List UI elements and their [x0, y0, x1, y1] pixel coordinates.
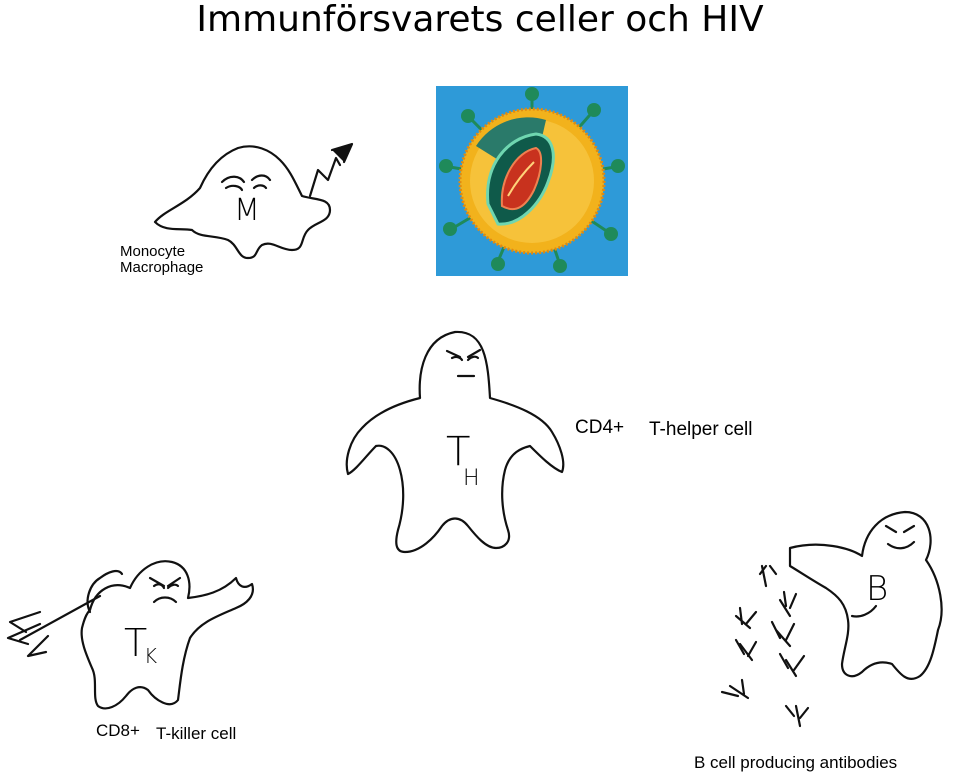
b-cell-outline: [788, 510, 943, 680]
antibody-4: [770, 620, 796, 648]
t-killer-outline: [80, 560, 254, 710]
b-cell-brow-right: [902, 524, 916, 534]
t-killer-spear-prong-mid: [6, 622, 42, 646]
antibodies: [720, 564, 810, 728]
macrophage-arrow-zigzag: [308, 156, 342, 198]
t-killer-name-label: T-killer cell: [156, 724, 237, 743]
t-killer-eye-left: [152, 583, 166, 590]
hiv-core: [500, 146, 542, 211]
t-helper-name-label: T-helper cell: [649, 419, 753, 440]
b-cell-smile: [886, 540, 916, 550]
t-helper-brow-left: [445, 349, 462, 359]
b-cell-glyph: B: [866, 569, 889, 609]
antibody-2: [778, 590, 798, 618]
macrophage-label-line2: Macrophage: [120, 259, 204, 276]
hiv-spike-knobs: [439, 87, 625, 273]
macrophage-label-line1: Monocyte: [120, 243, 186, 260]
macrophage-outline: [153, 145, 332, 260]
antibody-8: [784, 704, 810, 728]
t-killer-spear-shaft: [18, 594, 102, 642]
macrophage-arrow-head: [330, 142, 354, 164]
t-helper-marker-label: CD4+: [575, 417, 625, 438]
macrophage-brow-right: [250, 174, 272, 182]
t-helper-brow-right: [466, 348, 482, 359]
hiv-virus-graphic: [439, 87, 625, 273]
macrophage-eye-left: [224, 184, 244, 192]
hiv-rna: [507, 161, 535, 197]
t-killer-brow-right: [166, 576, 182, 588]
antibody-1: [758, 564, 778, 588]
t-helper-outline: [345, 330, 565, 554]
t-helper-eye-right: [466, 355, 480, 362]
b-cell-brow-left: [884, 524, 898, 534]
antibody-7: [720, 678, 750, 700]
t-helper-glyph-main: T: [446, 429, 471, 475]
antibody-3: [734, 606, 758, 630]
macrophage-brow-left: [220, 175, 246, 184]
antibody-6: [778, 652, 806, 678]
t-killer-eye-right: [166, 583, 180, 590]
t-killer-glyph-main: T: [124, 621, 148, 665]
t-helper-glyph-sub: H: [463, 466, 480, 491]
t-helper-eye-left: [450, 355, 464, 362]
t-killer-spear-prong-low: [26, 634, 50, 658]
t-killer-mouth: [152, 596, 178, 604]
b-cell-name-label: B cell producing antibodies: [694, 753, 898, 772]
antibody-5: [734, 638, 758, 662]
t-killer-arm: [86, 569, 124, 614]
page-title: Immunförsvarets celler och HIV: [196, 0, 764, 40]
t-killer-spear-prong-top: [8, 610, 42, 634]
macrophage-eye-right: [252, 184, 268, 190]
t-killer-marker-label: CD8+: [96, 721, 140, 740]
t-killer-glyph-sub: K: [144, 644, 158, 668]
hiv-virus-illustration: [436, 86, 628, 276]
b-cell-arm: [850, 604, 878, 618]
macrophage-glyph: M: [234, 193, 260, 228]
